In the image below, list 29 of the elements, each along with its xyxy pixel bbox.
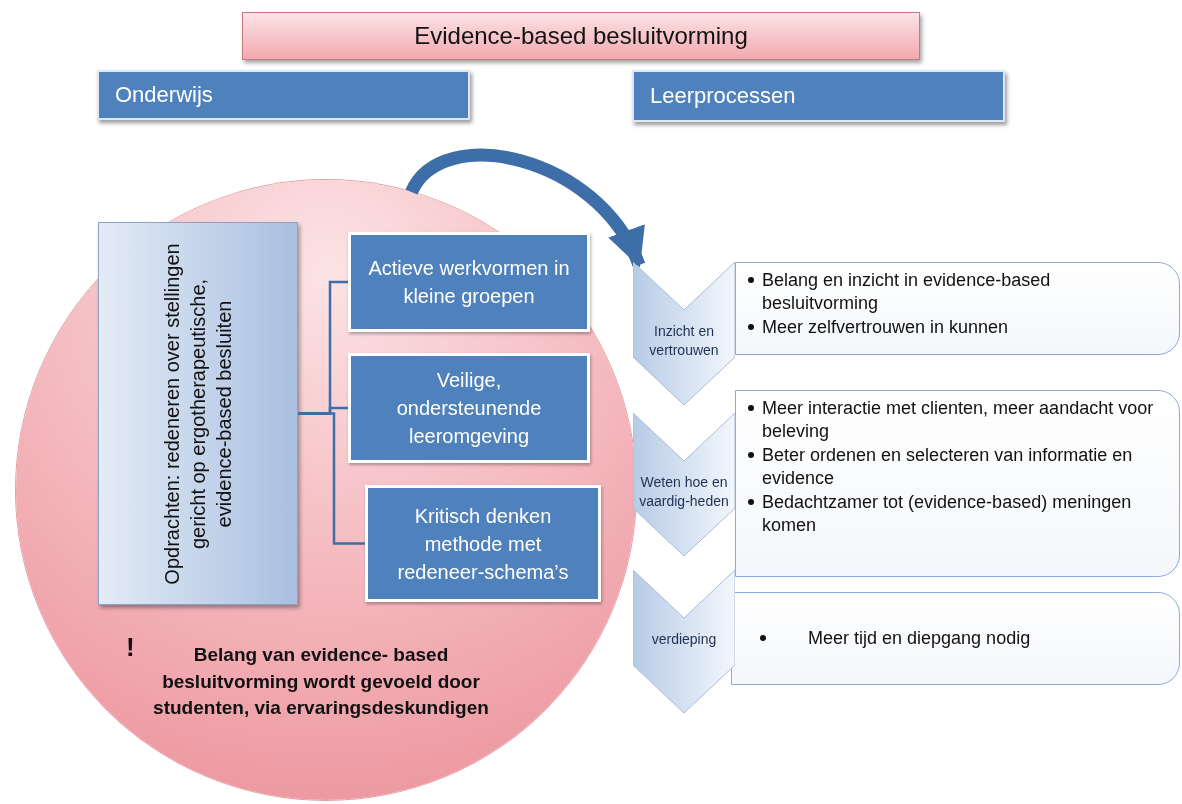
task-box [98,222,298,605]
bullet-text: Belang en inzicht in evidence-based besluitvorming [762,269,1052,314]
chevron-shape [633,262,735,405]
bullet-text: Meer zelfvertrouwen in kunnen [762,316,1009,339]
bullet-text: Meer tijd en diepgang nodig [808,627,1031,650]
task-text: Opdrachten: redeneren over stellingen gericht op ergotherapeutische, evidence-based besluiten [160,241,236,587]
header-bar [632,70,1005,122]
note-text: Belang van evidence- based besluitvorming wordt gevoeld door studenten, via ervaringsdeskundigen [152,643,490,721]
chevron-label: Inzicht en vertrouwen [648,322,720,360]
exclamation-mark: ! [126,632,135,663]
bullet-text: Bedachtzamer tot (evidence-based) meningen komen [762,491,1133,536]
bullet-text: Meer interactie met clienten, meer aandacht voor beleving [762,397,1155,442]
method-box [348,353,590,463]
chevron-label: verdieping [650,630,718,649]
method-box [365,485,601,602]
bullet-text: Beter ordenen en selecteren van informatie en evidence [762,444,1134,489]
method-text: Actieve werkvormen in kleine groepen [367,256,571,309]
header-text: Leerprocessen [650,83,796,109]
header-text: Onderwijs [115,82,213,108]
chevron-shape [633,413,735,556]
connector-line [298,412,365,545]
header-bar [97,70,470,120]
method-text: Veilige, ondersteunende leeromgeving [395,368,543,449]
chevron-label: Weten hoe en vaardig-heden [638,473,730,511]
method-box [348,232,590,332]
chevron-shape [633,570,735,713]
title-text: Evidence-based besluitvorming [414,22,748,50]
method-text: Kritisch denken methode met redeneer-schema’s [396,503,570,585]
title-banner [242,12,920,60]
